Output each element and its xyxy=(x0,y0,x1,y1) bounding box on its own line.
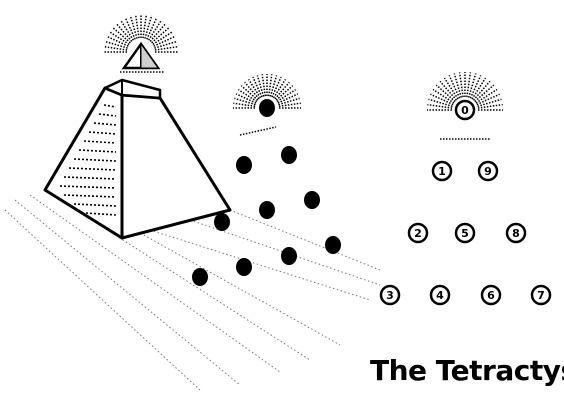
number-label: 8 xyxy=(512,227,520,240)
dot xyxy=(236,156,252,174)
dot xyxy=(192,268,208,286)
dot xyxy=(236,258,252,276)
ray xyxy=(474,81,490,100)
number-label: 2 xyxy=(414,227,422,240)
number-label: 4 xyxy=(436,289,444,302)
dot xyxy=(281,247,297,265)
dot xyxy=(214,213,230,231)
number-label: 0 xyxy=(461,104,469,117)
number-label: 9 xyxy=(484,165,492,178)
ray xyxy=(430,94,453,104)
ground-line xyxy=(5,210,200,390)
ray xyxy=(470,75,480,98)
number-label: 6 xyxy=(487,289,495,302)
dot xyxy=(304,191,320,209)
dot xyxy=(325,236,341,254)
ray xyxy=(436,85,455,101)
ground-line xyxy=(230,210,380,270)
ray xyxy=(429,99,453,106)
number-label: 3 xyxy=(386,289,394,302)
capstone-glow xyxy=(103,14,179,72)
ray xyxy=(449,75,459,98)
ray xyxy=(475,85,494,101)
number-tetractys: 0 1 9 2 5 8 3 4 6 7 xyxy=(381,72,550,304)
dot-tetractys xyxy=(192,74,341,286)
ray xyxy=(478,99,502,106)
pyramid-left-face xyxy=(45,88,122,238)
number-label: 1 xyxy=(438,165,446,178)
pyramid xyxy=(45,80,230,238)
title: The Tetractys xyxy=(370,354,564,387)
ray xyxy=(469,74,476,98)
dot xyxy=(259,99,275,117)
ray xyxy=(477,94,500,104)
pyramid-right-face xyxy=(122,95,230,238)
number-label: 5 xyxy=(461,227,469,240)
dot xyxy=(259,201,275,219)
number-label: 7 xyxy=(537,289,545,302)
ray xyxy=(454,74,461,98)
dot xyxy=(281,146,297,164)
ray xyxy=(440,81,456,100)
